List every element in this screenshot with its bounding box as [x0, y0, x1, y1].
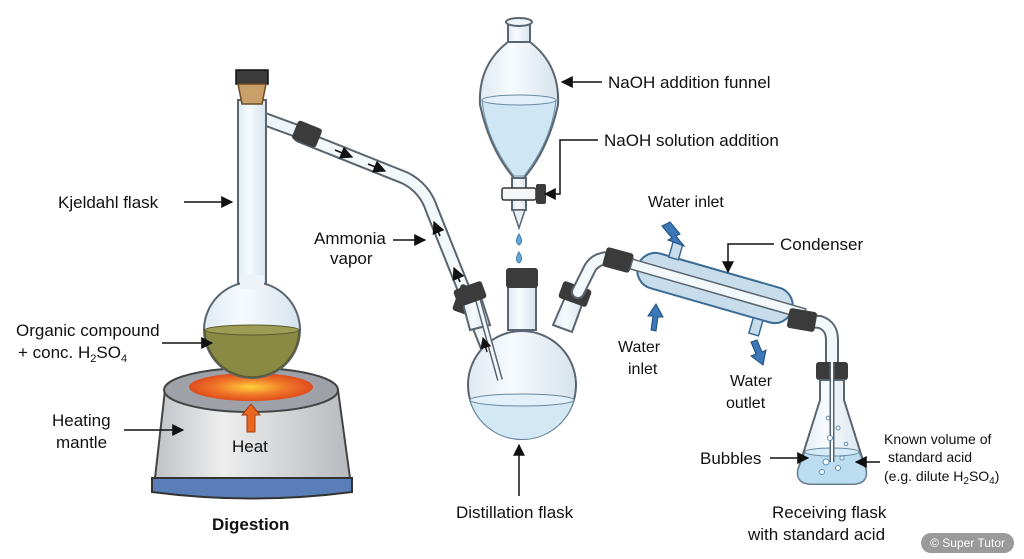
label-receiving-flask-2: with standard acid [747, 525, 885, 544]
label-kjeldahl-flask: Kjeldahl flask [58, 193, 159, 212]
heating-mantle [151, 367, 353, 500]
watermark-badge: © Super Tutor [921, 533, 1014, 553]
label-heating-mantle-1: Heating [52, 411, 111, 430]
label-vapor: vapor [330, 249, 373, 268]
label-known-volume-2: standard acid [888, 449, 972, 465]
receiving-flask [796, 362, 868, 485]
label-receiving-flask-1: Receiving flask [772, 503, 887, 522]
label-distillation-flask: Distillation flask [456, 503, 574, 522]
leader-lines [124, 76, 880, 496]
label-ammonia: Ammonia [314, 229, 386, 248]
bubbles-icon [819, 415, 849, 475]
label-bubbles: Bubbles [700, 449, 761, 468]
water-inlet-left-arrow-icon [647, 303, 664, 332]
flask-stopper [235, 69, 269, 85]
label-organic-compound: Organic compound [16, 321, 160, 340]
digestion-mixture [204, 329, 300, 378]
label-naoh-funnel: NaOH addition funnel [608, 73, 771, 92]
water-outlet-arrow-icon [749, 339, 767, 366]
kjeldahl-flask [203, 69, 307, 379]
naoh-addition-funnel [478, 17, 560, 264]
center-stopper [506, 268, 538, 288]
label-digestion: Digestion [212, 515, 289, 534]
condenser [571, 240, 839, 369]
water-inlet-top-arrow-icon [661, 221, 686, 248]
label-heating-mantle-2: mantle [56, 433, 107, 452]
label-water-outlet-1: Water [730, 373, 773, 390]
label-known-volume-1: Known volume of [884, 431, 992, 447]
label-conc-h2so4: + conc. H2SO4 [18, 343, 127, 365]
label-heat: Heat [232, 437, 268, 456]
distillation-flask [453, 268, 592, 440]
heat-glow [189, 373, 313, 401]
label-naoh-solution: NaOH solution addition [604, 131, 779, 150]
label-water-inlet-top: Water inlet [648, 194, 724, 211]
label-condenser: Condenser [780, 235, 864, 254]
label-water-inlet-left-1: Water [618, 339, 661, 356]
heat-arrow-icon [240, 403, 262, 433]
label-known-volume-3: (e.g. dilute H2SO4) [884, 468, 999, 487]
label-water-inlet-left-2: inlet [628, 361, 658, 378]
label-water-outlet-2: outlet [726, 395, 766, 412]
